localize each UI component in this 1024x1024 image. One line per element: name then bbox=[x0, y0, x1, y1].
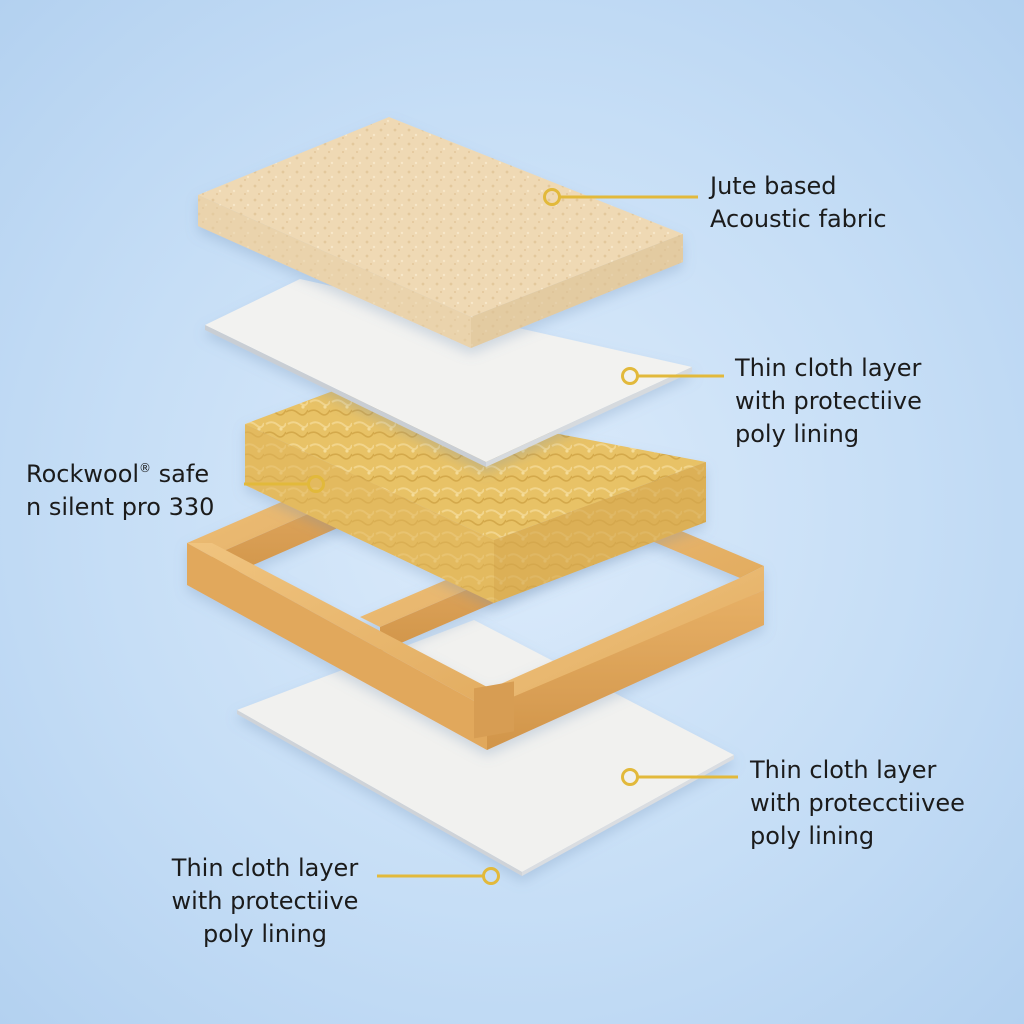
label-cloth-bottom-line3: poly lining bbox=[202, 920, 328, 948]
label-cloth-top-line2: with protectiive bbox=[735, 387, 922, 415]
callout-cloth-top bbox=[621, 367, 724, 385]
jute-fabric-panel bbox=[198, 117, 683, 348]
label-rockwool-brand: Rockwool bbox=[26, 460, 140, 488]
label-jute-line2: Acoustic fabric bbox=[710, 205, 887, 233]
callout-rockwool bbox=[244, 475, 325, 493]
label-rockwool: Rockwool® safe n silent pro 330 bbox=[26, 458, 214, 524]
label-cloth-bottom-line2: with protectiive bbox=[171, 887, 359, 915]
top-cloth-sheet bbox=[205, 279, 692, 467]
callout-jute bbox=[543, 188, 698, 206]
callout-cloth-bottom bbox=[377, 867, 500, 885]
callout-cloth-right bbox=[621, 768, 738, 786]
label-cloth-top-line3: poly lining bbox=[735, 420, 860, 448]
label-cloth-right-line1: Thin cloth layer bbox=[750, 756, 937, 784]
label-cloth-bottom: Thin cloth layer with protectiive poly l… bbox=[160, 852, 370, 951]
label-cloth-top-line1: Thin cloth layer bbox=[735, 354, 922, 382]
registered-mark: ® bbox=[139, 461, 152, 475]
label-cloth-bottom-line1: Thin cloth layer bbox=[171, 854, 359, 882]
label-rockwool-line2: n silent pro 330 bbox=[26, 493, 215, 521]
label-rockwool-suffix: safe bbox=[151, 460, 210, 488]
rockwool-slab bbox=[245, 391, 706, 603]
label-cloth-right-line2: with protecctiivee bbox=[750, 789, 965, 817]
label-cloth-right-line3: poly lining bbox=[750, 822, 875, 850]
label-jute-fabric: Jute based Acoustic fabric bbox=[710, 170, 887, 236]
label-jute-line1: Jute based bbox=[710, 172, 837, 200]
label-cloth-top: Thin cloth layer with protectiive poly l… bbox=[735, 352, 922, 451]
label-cloth-right: Thin cloth layer with protecctiivee poly… bbox=[750, 754, 965, 853]
label-rockwool-line1: Rockwool® safe bbox=[26, 458, 214, 491]
